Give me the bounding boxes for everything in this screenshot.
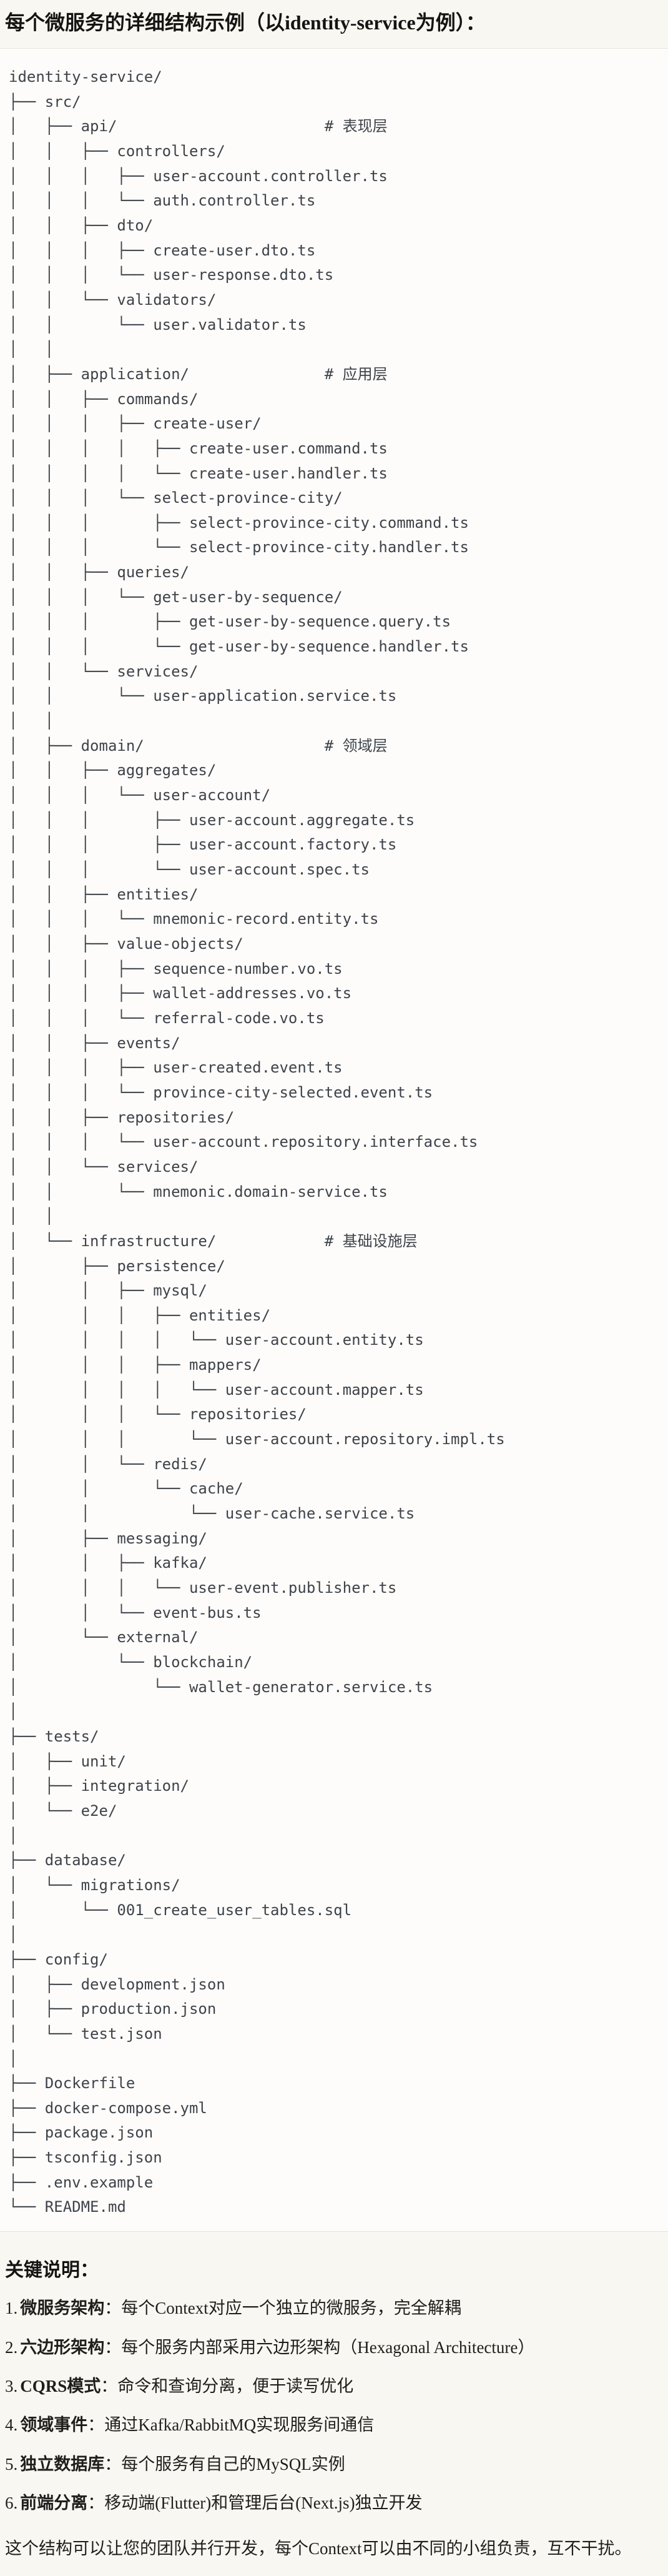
notes-heading: 关键说明： — [5, 2260, 99, 2281]
note-item: 1.微服务架构：每个Context对应一个独立的微服务，完全解耦 — [5, 2297, 662, 2319]
file-tree-text: identity-service/ ├── src/ │ ├── api/ # … — [9, 68, 505, 2216]
note-item: 5.独立数据库：每个服务有自己的MySQL实例 — [5, 2453, 662, 2475]
note-item-text: ：通过Kafka/RabbitMQ实现服务间通信 — [87, 2415, 375, 2435]
note-item-label: 独立数据库 — [20, 2454, 105, 2474]
note-item-label: 领域事件 — [20, 2415, 88, 2435]
note-item: 4.领域事件：通过Kafka/RabbitMQ实现服务间通信 — [5, 2414, 662, 2436]
note-item-number: 1. — [5, 2299, 18, 2318]
note-item: 2.六边形架构：每个服务内部采用六边形架构（Hexagonal Architec… — [5, 2336, 662, 2359]
note-item-text: ：命令和查询分离，便于读写优化 — [101, 2376, 354, 2395]
note-item-number: 5. — [5, 2454, 18, 2474]
note-item-label: 微服务架构 — [20, 2299, 105, 2318]
note-list: 1.微服务架构：每个Context对应一个独立的微服务，完全解耦 2.六边形架构… — [5, 2297, 662, 2515]
file-tree-code-block: identity-service/ ├── src/ │ ├── api/ # … — [0, 48, 668, 2232]
note-item-text: ：移动端(Flutter)和管理后台(Next.js)独立开发 — [87, 2494, 423, 2513]
note-item-label: CQRS模式 — [20, 2376, 101, 2395]
note-item-text: ：每个服务有自己的MySQL实例 — [104, 2454, 345, 2474]
note-item-number: 4. — [5, 2415, 18, 2435]
note-item-label: 前端分离 — [20, 2494, 88, 2513]
note-item-text: ：每个服务内部采用六边形架构（Hexagonal Architecture） — [104, 2337, 535, 2357]
notes-section: 关键说明： 1.微服务架构：每个Context对应一个独立的微服务，完全解耦 2… — [0, 2254, 668, 2575]
page-title: 每个微服务的详细结构示例（以identity-service为例）： — [5, 11, 486, 34]
note-item: 3.CQRS模式：命令和查询分离，便于读写优化 — [5, 2375, 662, 2397]
note-item: 6.前端分离：移动端(Flutter)和管理后台(Next.js)独立开发 — [5, 2492, 662, 2514]
note-item-number: 3. — [5, 2376, 18, 2395]
note-item-text: ：每个Context对应一个独立的微服务，完全解耦 — [104, 2299, 461, 2318]
note-item-label: 六边形架构 — [20, 2337, 105, 2357]
note-item-number: 6. — [5, 2494, 18, 2513]
closing-paragraph: 这个结构可以让您的团队并行开发，每个Context可以由不同的小组负责，互不干扰… — [5, 2539, 632, 2558]
note-item-number: 2. — [5, 2337, 18, 2357]
